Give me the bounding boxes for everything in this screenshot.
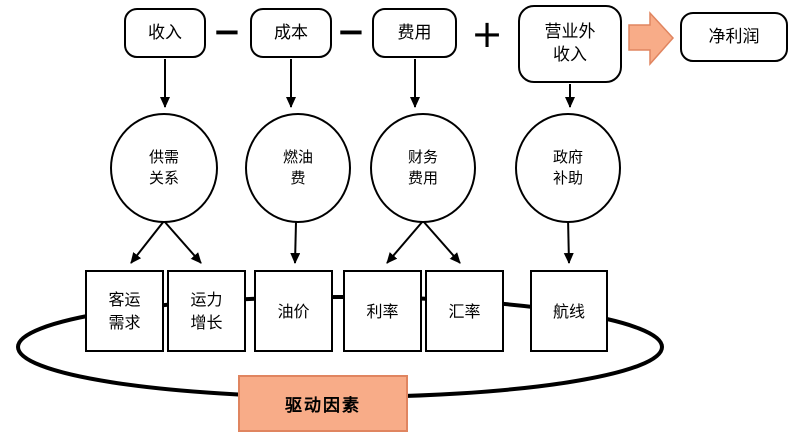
box-net-profit-label: 净利润 <box>708 26 760 47</box>
box-routes: 航线 <box>530 270 608 352</box>
circle-fuel-cost-label: 燃油 费 <box>282 148 313 187</box>
arrow-finance-to-exchange <box>422 220 461 264</box>
circle-government-subsidy-label: 政府 补助 <box>552 148 583 187</box>
box-nonoperating-income-label: 营业外 收入 <box>544 22 596 65</box>
box-cost: 成本 <box>250 8 332 58</box>
box-exchange-rate-label: 汇率 <box>448 301 481 321</box>
box-interest-rate: 利率 <box>343 270 422 352</box>
arrow-subsidy-to-routes <box>563 217 574 264</box>
arrow-fuel-to-oilprice <box>290 221 301 264</box>
box-interest-rate-label: 利率 <box>366 301 399 321</box>
block-arrow-icon <box>628 11 675 66</box>
box-passenger-demand: 客运 需求 <box>85 270 164 352</box>
circle-fuel-cost: 燃油 费 <box>245 113 351 223</box>
box-oil-price: 油价 <box>254 270 333 352</box>
box-cost-label: 成本 <box>274 22 308 43</box>
driving-factors-badge: 驱动因素 <box>238 375 408 432</box>
box-capacity-growth: 运力 增长 <box>167 270 246 352</box>
box-expense-label: 费用 <box>397 22 432 43</box>
box-expense: 费用 <box>372 8 457 58</box>
box-capacity-growth-label: 运力 增长 <box>190 290 223 332</box>
circle-finance-expense-label: 财务 费用 <box>407 148 438 187</box>
box-net-profit: 净利润 <box>680 12 788 62</box>
box-income-label: 收入 <box>148 22 182 43</box>
circle-finance-expense: 财务 费用 <box>370 113 476 223</box>
operator-minus-1: − <box>212 12 242 52</box>
driving-factors-label: 驱动因素 <box>285 396 361 416</box>
box-nonoperating-income: 营业外 收入 <box>518 5 622 83</box>
box-passenger-demand-label: 客运 需求 <box>108 290 141 332</box>
box-oil-price-label: 油价 <box>277 301 310 321</box>
circle-supply-demand: 供需 关系 <box>110 113 218 223</box>
operator-minus-2: − <box>336 12 366 52</box>
operator-plus: + <box>471 12 503 56</box>
box-routes-label: 航线 <box>552 301 585 321</box>
arrow-supply-to-passenger <box>130 220 165 264</box>
arrow-finance-to-interest <box>386 220 424 264</box>
box-income: 收入 <box>124 8 206 58</box>
arrow-supply-to-capacity <box>163 220 202 264</box>
circle-supply-demand-label: 供需 关系 <box>148 148 179 187</box>
circle-government-subsidy: 政府 补助 <box>515 113 621 223</box>
box-exchange-rate: 汇率 <box>425 270 504 352</box>
